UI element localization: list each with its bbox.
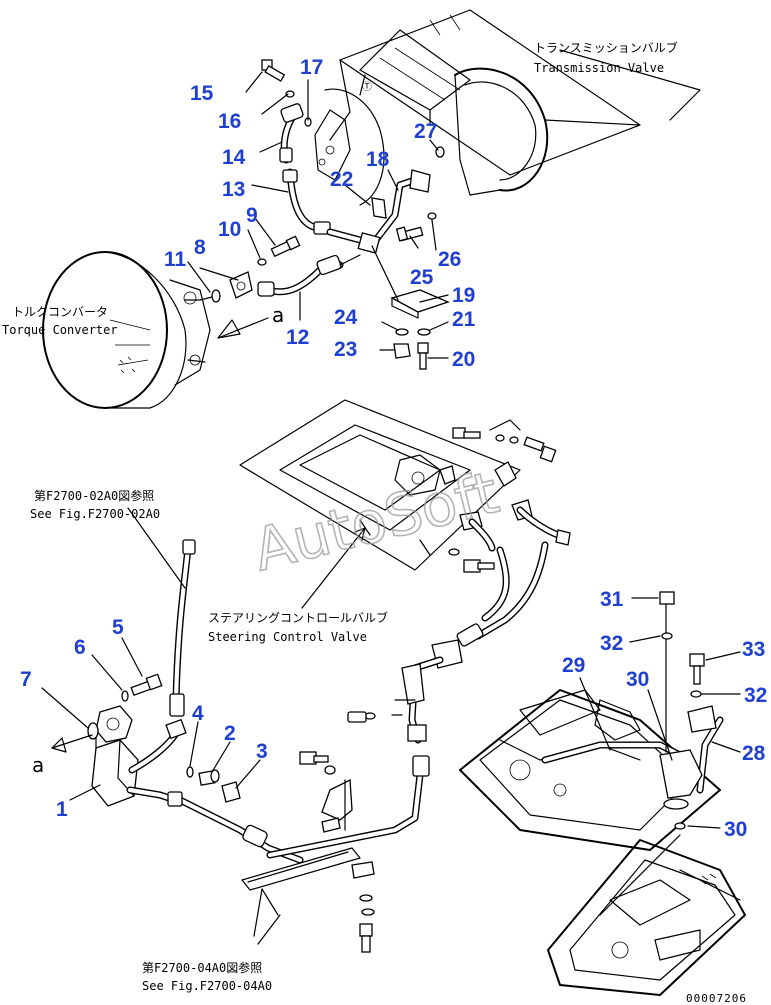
component-labels: トランスミッションバルブ Transmission Valve トルクコンバータ… <box>2 40 747 1005</box>
callout-16: 16 <box>218 110 241 133</box>
reference-04a0-label-jp: 第F2700-04A0図参照 <box>142 960 262 975</box>
callout-28: 28 <box>742 742 766 765</box>
callout-30-lower: 30 <box>724 818 747 841</box>
reference-02a0-label-jp: 第F2700-02A0図参照 <box>34 488 154 503</box>
callout-31: 31 <box>600 588 624 611</box>
callout-18: 18 <box>366 148 390 171</box>
callout-27: 27 <box>414 120 437 143</box>
callout-32-right: 32 <box>744 684 767 707</box>
callout-17: 17 <box>300 56 323 79</box>
callout-30-upper: 30 <box>626 668 649 691</box>
callout-32-left: 32 <box>600 632 623 655</box>
view-marker-a-top: a <box>272 303 284 327</box>
callout-4: 4 <box>192 702 204 725</box>
callout-7: 7 <box>20 668 32 691</box>
callout-3: 3 <box>256 740 268 763</box>
steering-control-valve-label-en: Steering Control Valve <box>208 630 367 644</box>
torque-converter-label-jp: トルクコンバータ <box>12 305 108 319</box>
callout-20: 20 <box>452 348 475 371</box>
callout-23: 23 <box>334 338 357 361</box>
drawing-code: 00007206 <box>686 992 747 1005</box>
view-marker-a-left: a <box>32 753 44 777</box>
callout-2: 2 <box>224 722 236 745</box>
callout-21: 21 <box>452 308 476 331</box>
callout-33: 33 <box>742 638 765 661</box>
transmission-valve-label-en: Transmission Valve <box>534 61 664 75</box>
tank-assembly <box>459 591 746 996</box>
callout-numbers: 1 2 3 4 5 6 7 8 9 10 11 12 13 14 15 16 1… <box>20 56 767 841</box>
reference-02a0-label-en: See Fig.F2700-02A0 <box>30 507 160 521</box>
lower-piping <box>51 507 430 953</box>
callout-6: 6 <box>74 636 86 659</box>
callout-14: 14 <box>222 146 246 169</box>
callout-25: 25 <box>410 266 434 289</box>
transmission-valve-drawing: Ⓣ <box>314 9 701 206</box>
callout-10: 10 <box>218 218 241 241</box>
torque-converter-label-en: Torque Converter <box>2 323 118 337</box>
torque-converter-drawing <box>42 251 211 409</box>
callout-12: 12 <box>286 326 309 349</box>
callout-8: 8 <box>194 236 206 259</box>
callout-22: 22 <box>330 168 353 191</box>
callout-24: 24 <box>334 306 358 329</box>
callout-5: 5 <box>112 616 124 639</box>
callout-19: 19 <box>452 284 475 307</box>
transmission-valve-label-jp: トランスミッションバルブ <box>534 40 678 55</box>
reference-04a0-label-en: See Fig.F2700-04A0 <box>142 979 272 993</box>
upper-piping <box>199 59 450 370</box>
callout-1: 1 <box>56 798 68 821</box>
callout-26: 26 <box>438 248 461 271</box>
callout-9: 9 <box>246 204 258 227</box>
callout-15: 15 <box>190 82 214 105</box>
steering-control-valve-label-jp: ステアリングコントロールバルブ <box>208 610 388 625</box>
callout-29: 29 <box>562 654 585 677</box>
steering-valve-drawing <box>239 399 571 744</box>
leader-lines <box>41 71 741 829</box>
svg-text:Ⓣ: Ⓣ <box>362 81 372 93</box>
callout-13: 13 <box>222 178 245 201</box>
callout-11: 11 <box>164 248 187 271</box>
